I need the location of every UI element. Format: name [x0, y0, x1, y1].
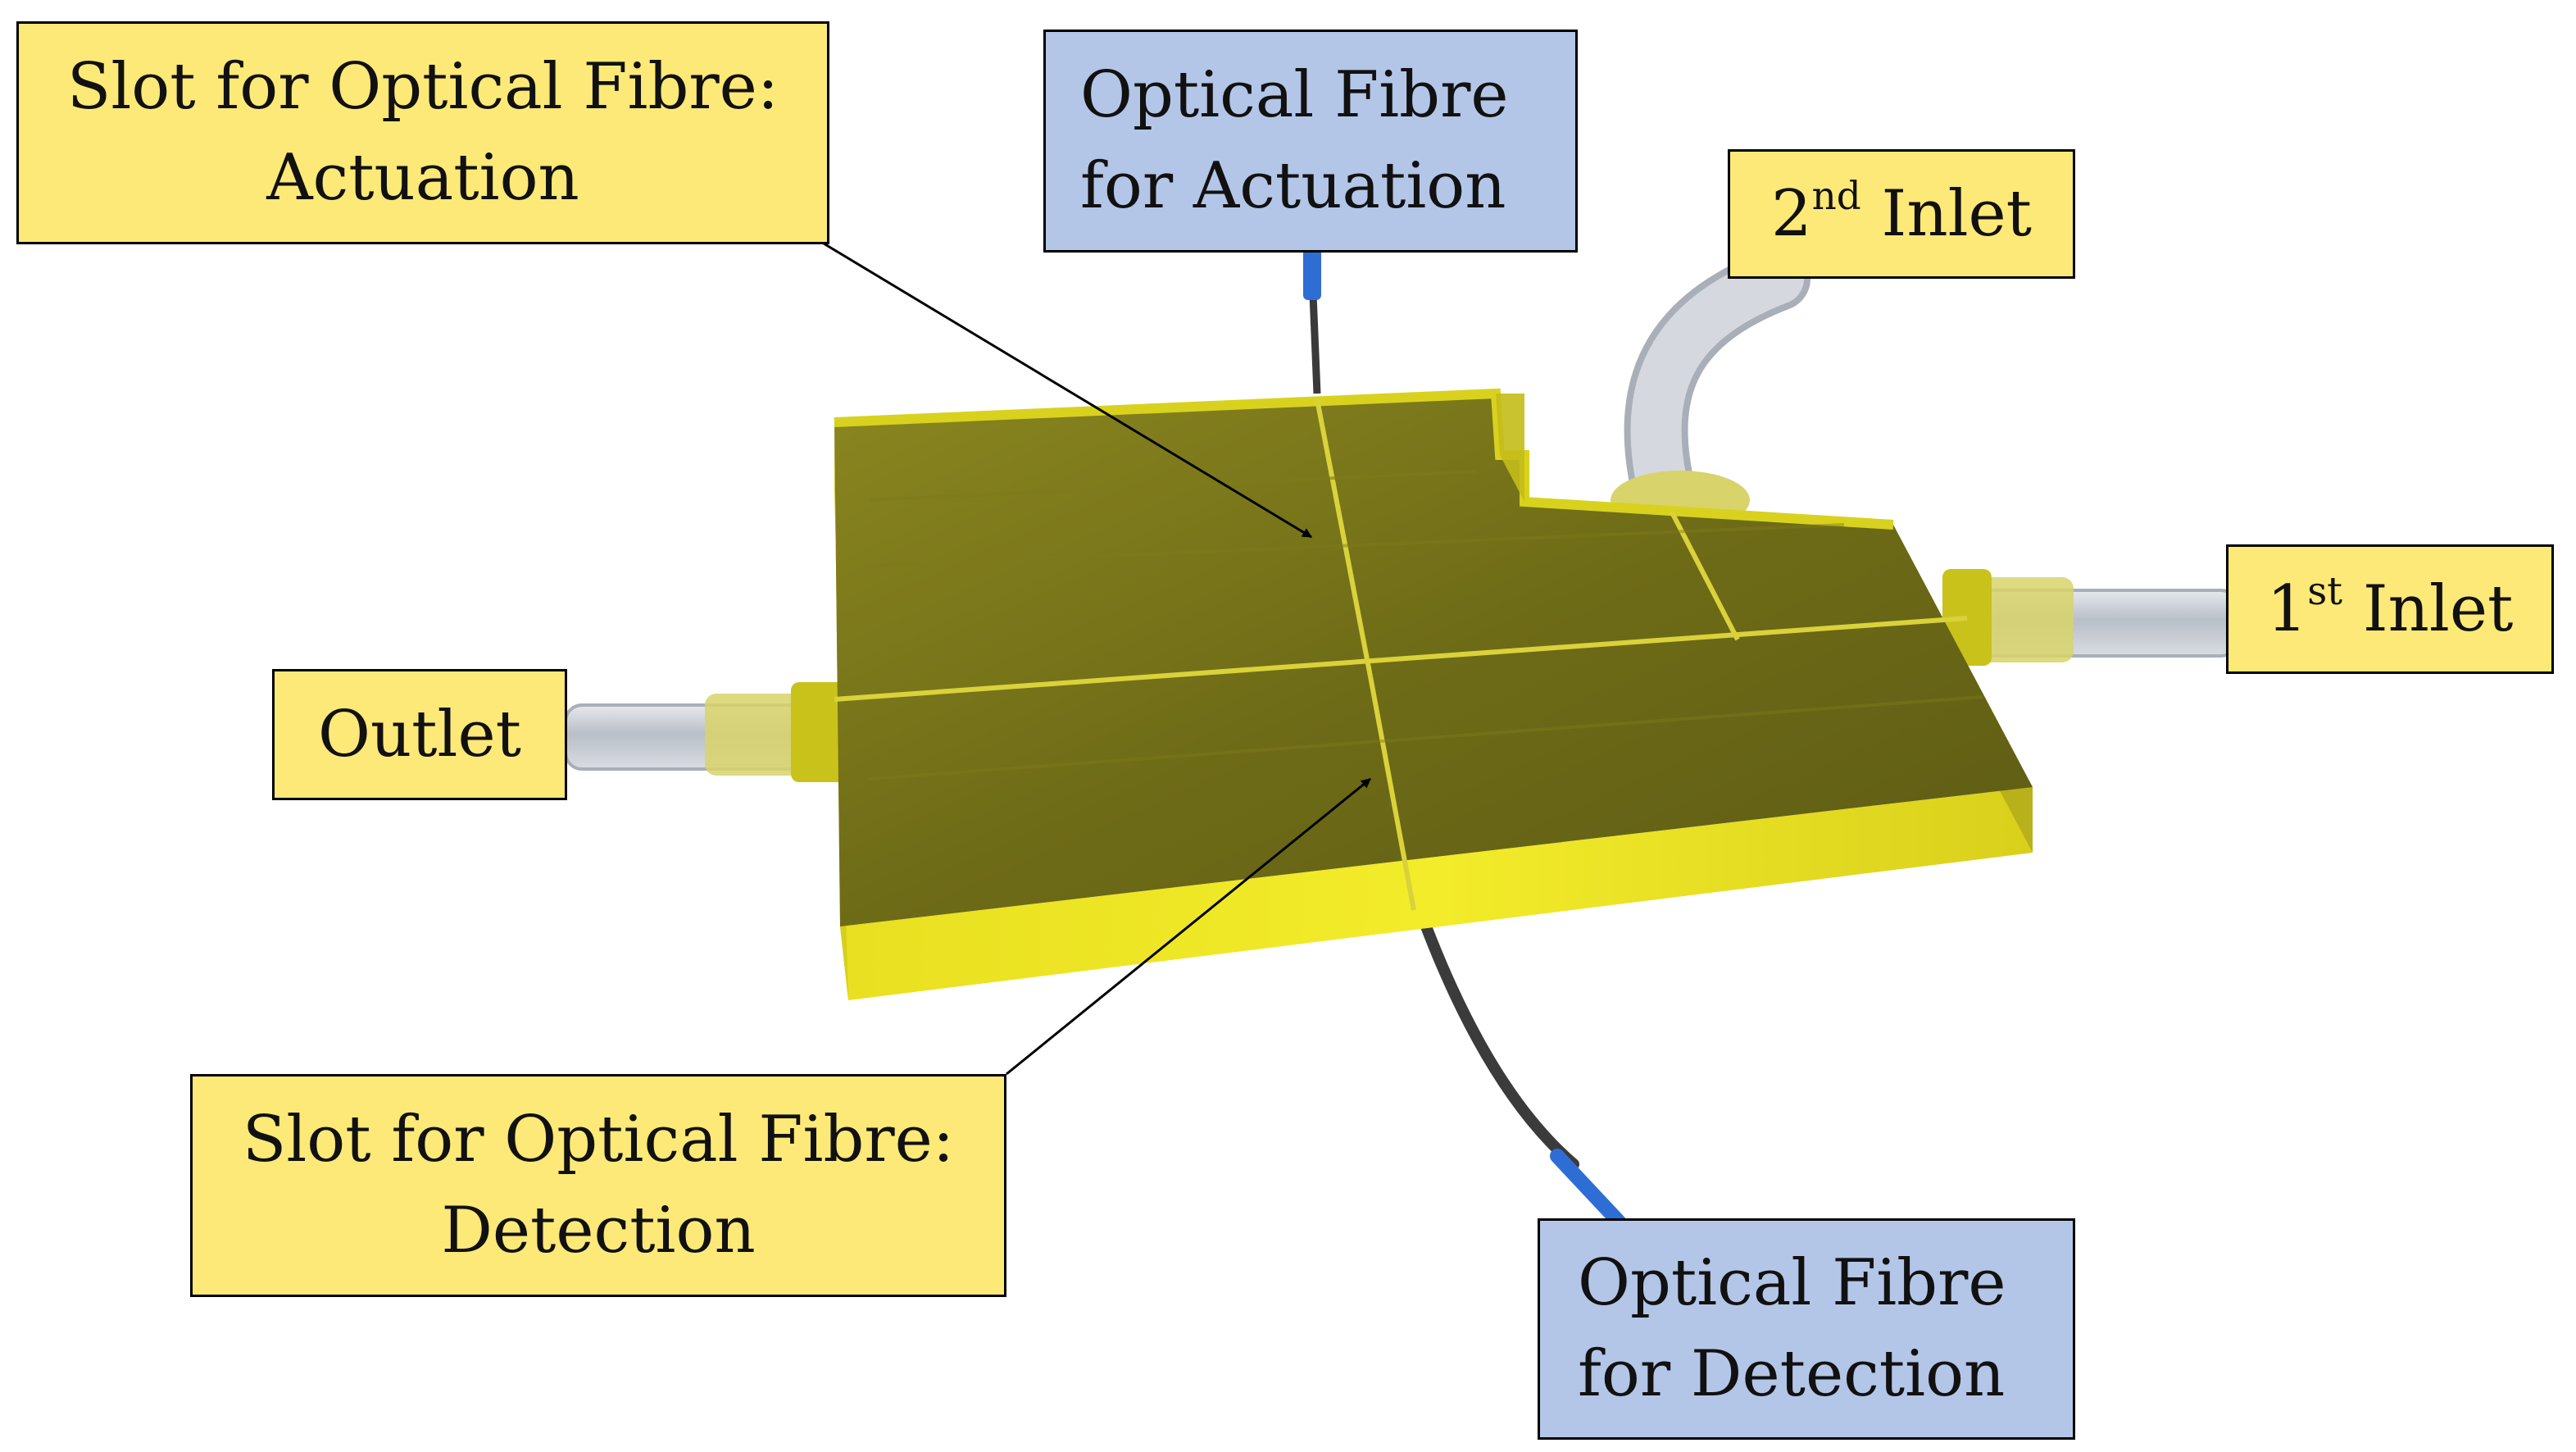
first-inlet-tube — [1942, 569, 2239, 666]
slot-actuation-line1: Slot for Optical Fibre: — [66, 50, 779, 125]
fibre-actuation-label: Optical Fibre for Actuation — [1043, 30, 1578, 253]
first-inlet-label: 1st Inlet — [2226, 544, 2554, 674]
outlet-text: Outlet — [318, 697, 521, 772]
slot-actuation-line2: Actuation — [266, 141, 579, 215]
arrow-icon — [823, 242, 1313, 539]
arrow-icon — [1006, 777, 1371, 1076]
fibre-detection-line1: Optical Fibre — [1578, 1246, 2006, 1321]
slot-detection-line2: Detection — [441, 1194, 756, 1268]
second-inlet-text: 2nd Inlet — [1770, 174, 2033, 251]
outlet-label: Outlet — [272, 669, 567, 800]
outlet-tube — [564, 682, 848, 782]
slot-detection-label: Slot for Optical Fibre: Detection — [190, 1074, 1006, 1297]
first-inlet-text: 1st Inlet — [2266, 569, 2514, 646]
fibre-actuation-line1: Optical Fibre — [1080, 58, 1509, 133]
slot-actuation-label: Slot for Optical Fibre: Actuation — [16, 21, 829, 244]
second-inlet-label: 2nd Inlet — [1728, 149, 2075, 279]
fibre-detection-label: Optical Fibre for Detection — [1538, 1218, 2075, 1440]
fibre-actuation-line2: for Actuation — [1080, 149, 1506, 223]
fibre-detection-line2: for Detection — [1578, 1337, 2006, 1411]
actuation-fibre — [1303, 243, 1321, 394]
chip-body — [834, 388, 2033, 1000]
slot-detection-line1: Slot for Optical Fibre: — [242, 1103, 955, 1177]
second-inlet-tube — [1611, 247, 1810, 530]
detection-fibre — [1420, 921, 1626, 1229]
